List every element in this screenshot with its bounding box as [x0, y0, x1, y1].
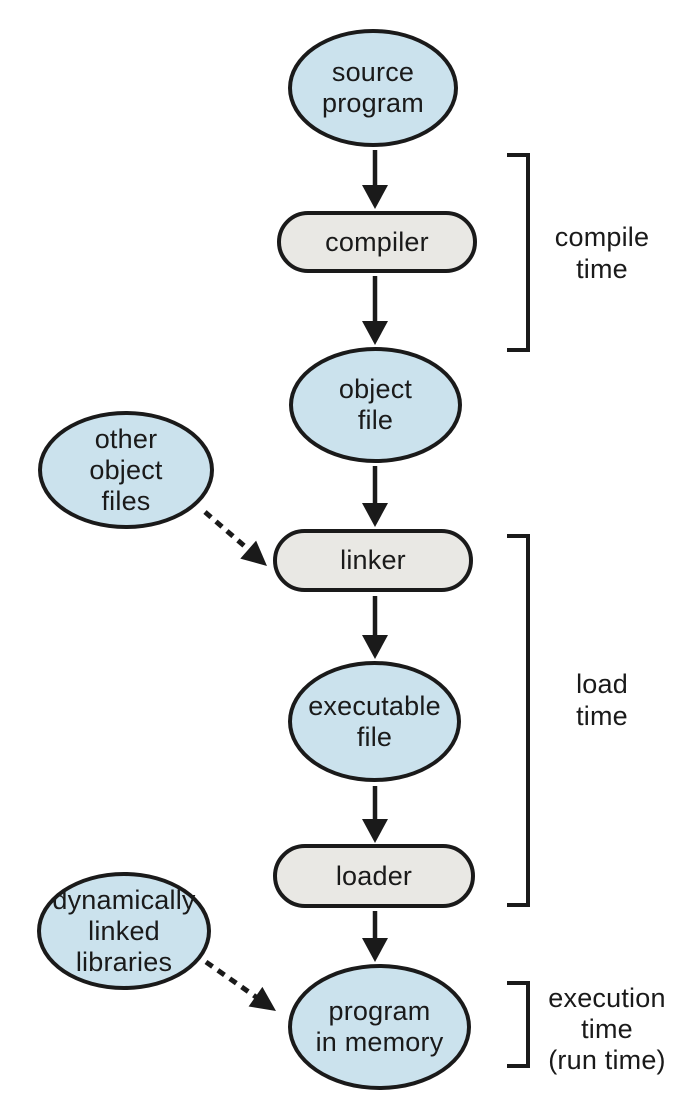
node-object-file: object file [289, 347, 462, 463]
phase-label-line: time [576, 254, 628, 284]
node-program-in-memory: program in memory [288, 964, 471, 1090]
node-label-line: files [101, 485, 151, 516]
node-label-line: other [94, 423, 158, 454]
phase-label-line: (run time) [548, 1045, 666, 1075]
node-label-line: file [356, 721, 393, 752]
node-dynamically-linked-libraries: dynamically linked libraries [37, 872, 211, 990]
phase-label-line: compile [554, 222, 650, 252]
arrow-object-file-to-linker [362, 466, 388, 527]
arrow-compiler-to-object-file [362, 276, 388, 345]
node-source-program: source program [288, 29, 458, 147]
arrow-other-object-files-to-linker [203, 510, 267, 566]
node-label-line: linked [88, 915, 160, 946]
node-label-line: compiler [325, 226, 429, 257]
node-linker: linker [273, 529, 473, 592]
execution-time-bracket [507, 981, 530, 1068]
node-other-object-files: other object files [38, 411, 214, 529]
arrow-loader-to-program-in-memory [362, 911, 388, 962]
phase-label-line: time [581, 1014, 633, 1044]
node-loader: loader [273, 844, 475, 908]
node-label-line: object [338, 374, 413, 404]
node-label-line: source [331, 57, 415, 87]
load-time-bracket [507, 534, 530, 907]
node-label-line: in memory [315, 1027, 444, 1057]
phase-label-line: load [576, 669, 628, 699]
compile-time-bracket [507, 153, 530, 352]
arrow-source-program-to-compiler [362, 150, 388, 209]
node-label-line: executable [308, 690, 441, 721]
node-label-line: loader [335, 860, 413, 891]
node-label-line: dynamically [52, 884, 196, 915]
compile-time-label: compile time [512, 221, 692, 285]
node-label-line: libraries [75, 946, 173, 977]
phase-label-line: execution [548, 983, 666, 1013]
node-label-line: file [357, 405, 394, 435]
execution-time-label: execution time (run time) [514, 983, 700, 1076]
phase-label-line: time [576, 701, 628, 731]
node-label-line: program [328, 996, 431, 1026]
node-label-line: object [89, 454, 163, 485]
arrow-dynamically-linked-libraries-to-program-in-memory [204, 959, 276, 1011]
node-compiler: compiler [277, 211, 477, 273]
arrow-linker-to-executable-file [362, 596, 388, 659]
arrow-executable-file-to-loader [362, 786, 388, 843]
node-executable-file: executable file [288, 661, 461, 782]
node-label-line: program [322, 88, 424, 118]
load-time-label: load time [512, 668, 692, 732]
node-label-line: linker [340, 545, 406, 575]
